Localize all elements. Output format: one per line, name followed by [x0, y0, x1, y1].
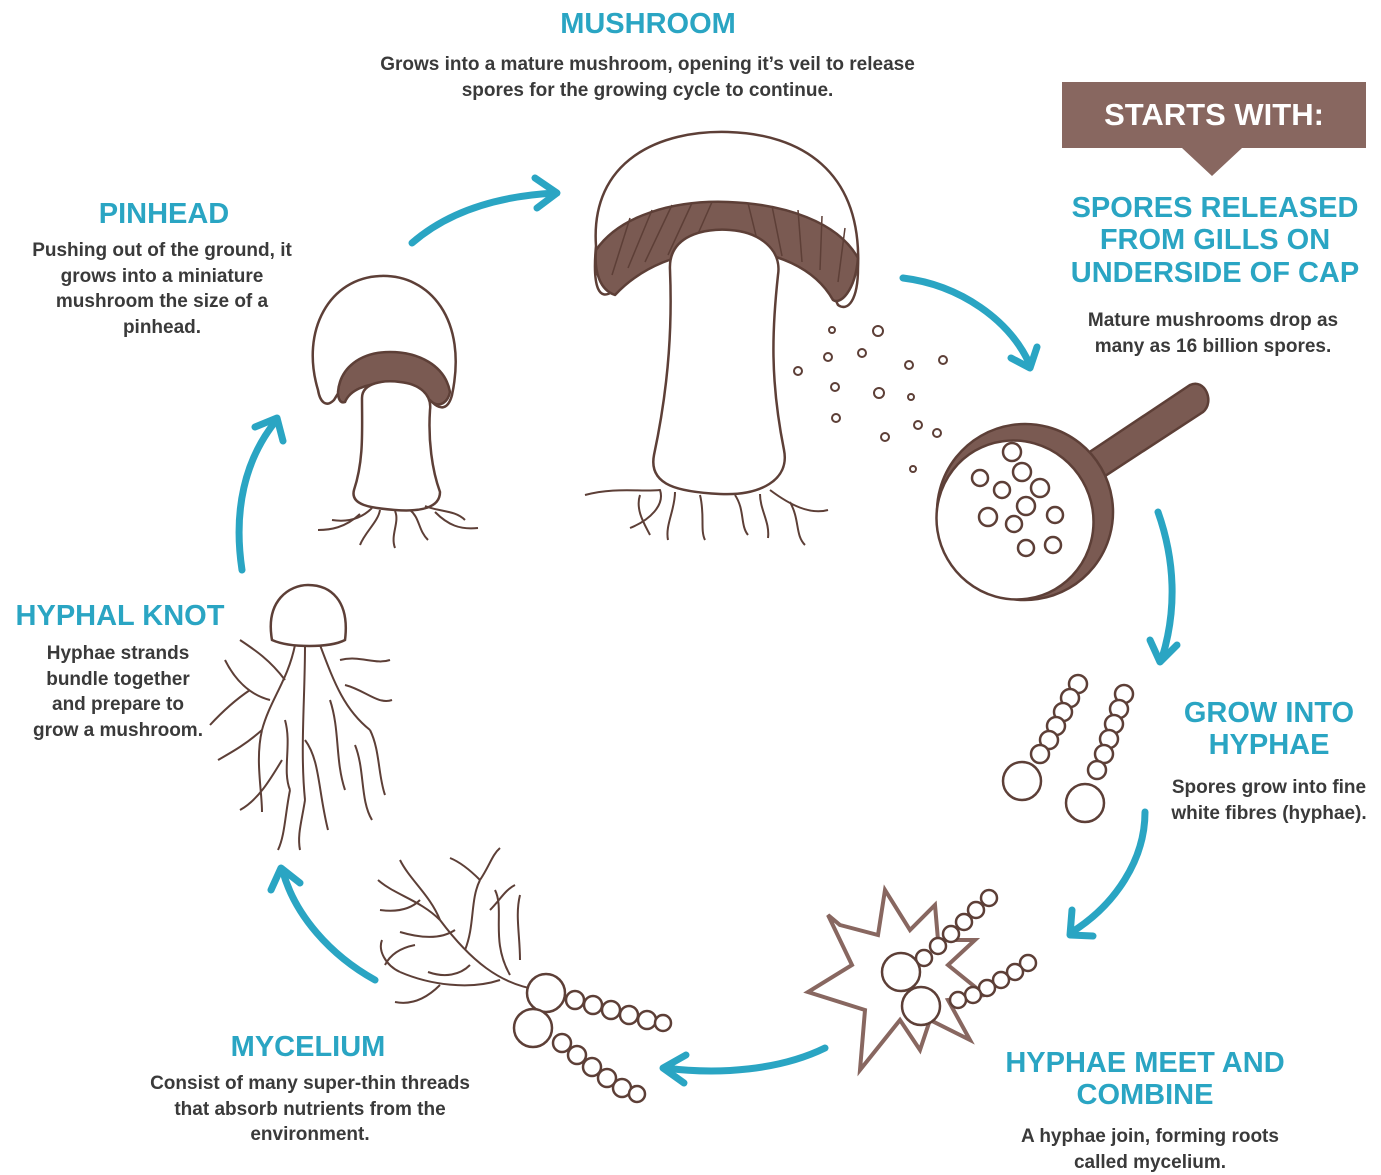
cycle-arrow-icon [903, 278, 1037, 368]
cycle-arrow-icon [271, 868, 375, 980]
spore-icon [794, 326, 947, 472]
stage-desc-mushroom: Grows into a mature mushroom, opening it… [370, 52, 925, 103]
starts-with-banner: STARTS WITH: [1062, 82, 1366, 148]
cycle-arrow-icon [239, 418, 283, 570]
stage-desc-knot: Hyphae strands bundle together and prepa… [28, 641, 208, 744]
stage-title-spores: SPORES RELEASED FROM GILLS ON UNDERSIDE … [1060, 192, 1370, 289]
mycelium-icon [378, 848, 540, 1003]
stage-title-hyphae: GROW INTO HYPHAE [1168, 697, 1370, 762]
stage-title-mushroom: MUSHROOM [548, 8, 748, 40]
magnifier-icon [905, 384, 1209, 632]
stage-title-mycelium: MYCELIUM [208, 1031, 408, 1063]
hyphae-icon [1003, 675, 1133, 822]
cycle-arrow-icon [412, 178, 557, 243]
mushroom-icon [585, 132, 858, 545]
pinhead-icon [313, 276, 478, 548]
mycelium-icon [514, 974, 671, 1102]
stage-desc-mycelium: Consist of many super-thin threads that … [150, 1071, 470, 1148]
cycle-arrow-icon [1070, 812, 1145, 936]
stage-title-knot: HYPHAL KNOT [4, 600, 236, 632]
cycle-arrow-icon [663, 1048, 825, 1083]
stage-desc-pinhead: Pushing out of the ground, it grows into… [26, 238, 298, 341]
cycle-arrow-icon [1150, 512, 1177, 662]
banner-pointer [1182, 148, 1242, 176]
stage-desc-combine: A hyphae join, forming roots called myce… [992, 1124, 1308, 1175]
stage-title-combine: HYPHAE MEET AND COMBINE [992, 1047, 1298, 1112]
stage-desc-hyphae: Spores grow into fine white fibres (hyph… [1160, 775, 1378, 826]
stage-title-pinhead: PINHEAD [62, 198, 266, 230]
stage-desc-spores: Mature mushrooms drop as many as 16 bill… [1062, 308, 1364, 359]
hyphal-knot-icon [210, 585, 392, 850]
